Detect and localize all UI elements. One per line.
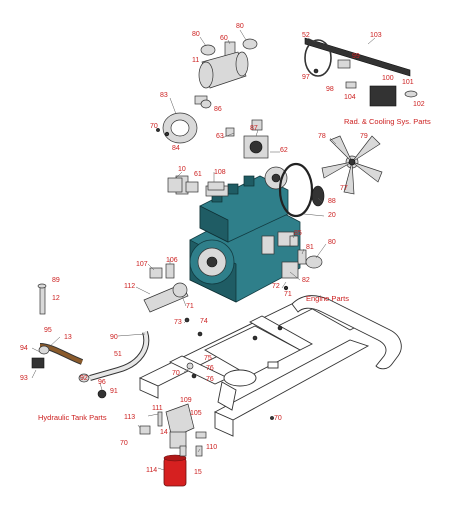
callout: 85 [294,230,302,237]
callout: 108 [214,169,226,176]
callout: 95 [44,327,52,334]
callout: 70 [274,415,282,422]
callout: 14 [160,429,168,436]
callout: 112 [124,283,135,290]
callout: 74 [200,318,208,325]
callout: 87 [250,125,258,132]
callout: 86 [214,106,222,113]
callout: 89 [52,277,60,284]
callout: 99 [352,53,360,60]
fasteners [156,128,203,379]
callout: 107 [136,261,148,268]
callout: 15 [194,469,202,476]
callout: 98 [326,86,334,93]
callout: 82 [302,277,310,284]
callout: 70 [150,123,158,130]
callout: 102 [413,101,425,108]
callout: 20 [328,212,336,219]
callout: 83 [160,92,168,99]
callout: 101 [402,79,414,86]
water-pump [225,119,269,159]
callout: 51 [114,351,122,358]
callout: 70 [172,370,180,377]
radiator-bracket [162,99,212,144]
callout: 104 [344,94,356,101]
hydraulic-hoses [31,331,150,399]
callout: 80 [328,239,336,246]
cooling-fan [321,135,383,195]
callout: 110 [206,444,217,451]
callout: 10 [178,166,186,173]
callout: 94 [20,345,28,352]
callout: 71 [284,291,292,298]
callout: 75 [204,355,212,362]
callout: 62 [280,147,288,154]
callout: 11 [192,57,199,64]
callout-labels: 80 80 60 11 52 103 99 97 98 104 100 101 … [20,23,425,476]
radiator-parts [304,37,418,107]
callout: 13 [64,334,72,341]
air-cleaner [194,38,258,105]
red-filter [163,457,187,487]
callout: 60 [220,35,228,42]
callout: 80 [236,23,244,30]
callout: 84 [172,145,180,152]
callout: 114 [146,467,157,474]
section-label-hydraulic[interactable]: Hydraulic Tank Parts [38,413,107,422]
hydraulic-pump [143,263,189,313]
callout: 92 [80,375,88,382]
callout: 97 [302,74,310,81]
callout: 113 [124,414,135,421]
callout: 93 [20,375,28,382]
callout: 111 [152,405,163,412]
callout: 96 [98,379,106,386]
callout: 63 [216,133,224,140]
section-label-engine[interactable]: Engine Parts [306,294,349,303]
callout: 100 [382,75,394,82]
callout: 91 [110,388,118,395]
hydraulic-filter-assembly [139,403,207,487]
section-label-radiator[interactable]: Rad. & Cooling Sys. Parts [344,117,431,126]
callout: 81 [306,244,314,251]
callout: 72 [272,283,280,290]
callout: 73 [174,319,182,326]
callout: 70 [120,440,128,447]
callout: 52 [302,32,310,39]
callout: 76 [206,376,214,383]
callout: 12 [52,295,60,302]
leader-lines [31,29,376,471]
callout: 80 [192,31,200,38]
callout: 76 [206,365,214,372]
callout: 71 [186,303,194,310]
callout: 109 [180,397,192,404]
callout: 77 [340,185,348,192]
engine-right-parts [281,235,323,291]
callout: 88 [328,198,336,205]
callout: 105 [190,410,202,417]
callout: 79 [360,133,368,140]
callout: 61 [194,171,202,178]
callout: 90 [110,334,118,341]
callout: 103 [370,32,382,39]
dipstick-tube [37,283,47,315]
callout: 106 [166,257,178,264]
chassis-frame [138,295,402,437]
engine-small-parts [167,177,225,193]
callout: 78 [318,133,326,140]
